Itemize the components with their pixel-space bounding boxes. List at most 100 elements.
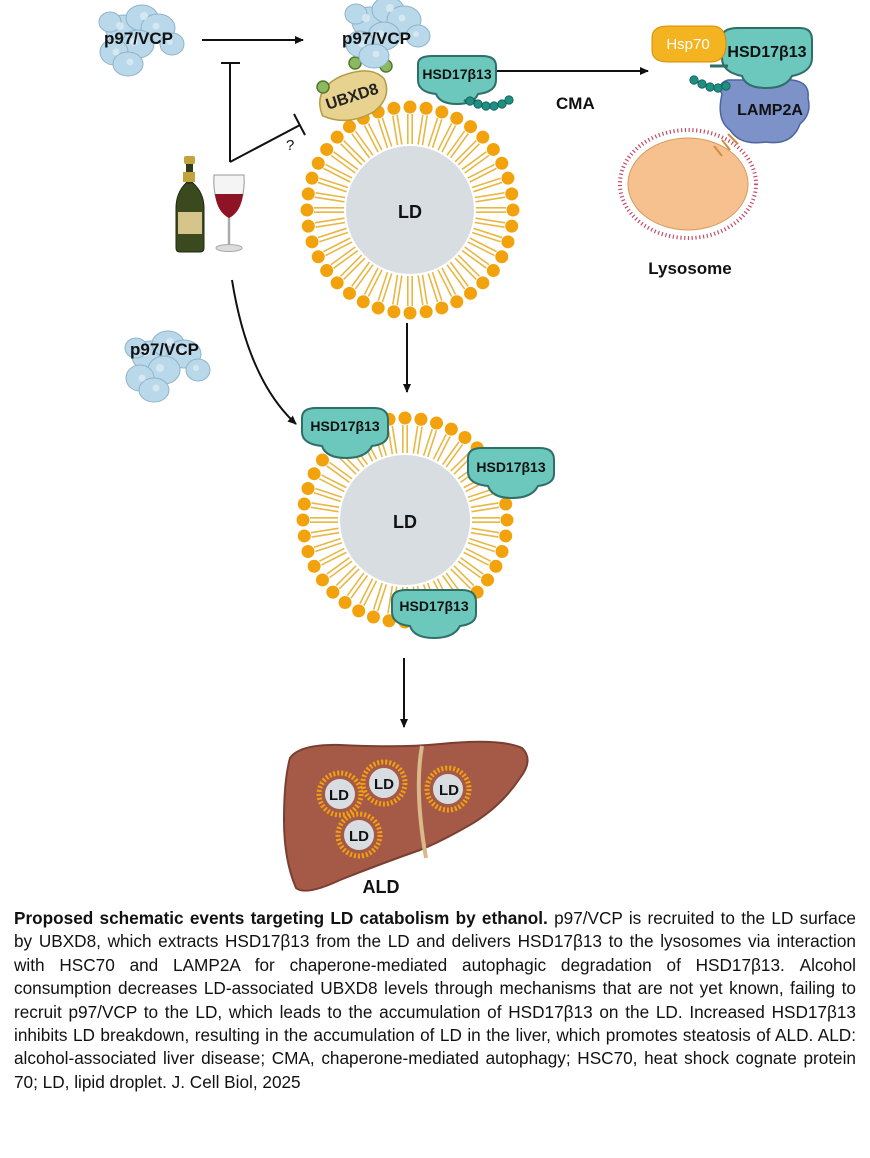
lipid-tail <box>363 267 379 295</box>
lipid-head <box>398 411 412 425</box>
hsd17b13-accumulated-right: HSD17β13 <box>467 447 555 500</box>
lipid-head <box>342 286 356 300</box>
lipid-head <box>297 497 311 511</box>
lamp2a-anchors <box>713 133 739 157</box>
lipid-tail <box>417 275 424 306</box>
mini-ld-membrane <box>335 811 383 859</box>
lipid-head <box>338 596 352 610</box>
lipid-head <box>495 156 509 170</box>
lipid-tail <box>323 237 351 253</box>
lipid-tail <box>416 426 423 455</box>
lipid-head <box>476 276 490 290</box>
lipid-tail <box>351 133 371 159</box>
lipid-tail <box>441 125 457 153</box>
alcohol-inhibition-lines <box>221 62 306 163</box>
lipid-head <box>486 142 500 156</box>
lipid-tail <box>464 154 490 174</box>
lipid-head <box>342 120 356 134</box>
lipid-head <box>501 171 515 185</box>
lipid-tail <box>432 433 447 460</box>
lipid-tail <box>367 123 383 151</box>
hsd17b13-at-lysosome: HSD17β13 <box>721 27 813 90</box>
lipid-head <box>352 604 366 618</box>
hsd17b13-label: HSD17β13 <box>476 459 545 475</box>
lipid-head <box>476 130 490 144</box>
lipid-head <box>305 171 319 185</box>
lipid-tail <box>396 114 403 145</box>
lipid-tail <box>461 151 487 171</box>
lipid-tail <box>473 227 503 239</box>
lamp2a-label: LAMP2A <box>737 102 803 119</box>
lipid-tail <box>326 556 350 575</box>
lipid-head <box>506 203 520 217</box>
lipid-tail <box>469 537 497 549</box>
lipid-head <box>315 573 329 587</box>
lipid-tail <box>465 547 492 562</box>
lipid-tail <box>323 167 351 183</box>
lipid-tail <box>457 560 482 579</box>
lipid-tail <box>325 241 353 257</box>
lipid-tail <box>363 125 379 153</box>
lipid-tail <box>431 271 443 301</box>
mini-ld-core <box>433 774 463 804</box>
lipid-tail <box>377 119 389 149</box>
mini-ld-core <box>325 779 355 809</box>
lipid-head <box>500 513 514 527</box>
lipid-tail <box>471 177 501 189</box>
p97-complex-middle-left: p97/VCP <box>124 330 211 403</box>
ld-label: LD <box>329 787 349 804</box>
lipid-droplet-top: LD <box>300 100 520 320</box>
lipid-head <box>315 453 329 467</box>
wine-glass-icon <box>213 174 245 252</box>
lipid-tail <box>474 221 505 228</box>
lipid-tail <box>359 578 374 605</box>
mini-ld-membrane <box>360 759 408 807</box>
lipid-tail <box>421 115 428 146</box>
p97-complex-top-left: p97/VCP <box>98 4 185 77</box>
lipid-head <box>450 295 464 309</box>
lipid-tail <box>461 249 487 269</box>
lipid-tail <box>392 115 399 146</box>
hsd17b13-label: HSD17β13 <box>727 44 806 61</box>
lipid-head <box>444 422 458 436</box>
lipid-tail <box>346 572 365 597</box>
lipid-head <box>330 276 344 290</box>
lipid-head <box>307 559 321 573</box>
lipid-tail <box>446 264 466 290</box>
lipid-tail <box>339 143 363 166</box>
lipid-tail <box>367 269 383 297</box>
lipid-tail <box>427 430 438 458</box>
lipid-tail <box>467 163 495 179</box>
p97-label: p97/VCP <box>130 340 199 359</box>
lipid-head <box>301 481 315 495</box>
lipid-head <box>505 219 519 233</box>
schematic-diagram: LD UBXD8 p97/VCP p97/VCP p97/VCP HSD17β1… <box>98 0 813 897</box>
lipid-tail <box>457 254 481 277</box>
lipid-tail <box>372 582 383 610</box>
lipid-head <box>297 529 311 543</box>
hsd17b13-label: HSD17β13 <box>422 66 491 82</box>
hsp70-label: Hsp70 <box>666 36 709 53</box>
lipid-head <box>311 156 325 170</box>
lipid-tail <box>310 527 339 534</box>
lipid-tail <box>317 227 347 239</box>
lipid-head <box>464 120 478 134</box>
lipid-tail <box>315 487 343 498</box>
lipid-head <box>414 412 428 426</box>
lipid-head <box>301 219 315 233</box>
lipid-tail <box>475 196 506 203</box>
lipid-tail <box>454 257 477 281</box>
lipid-tail <box>474 192 505 199</box>
lamp2a-protein: LAMP2A <box>719 79 810 144</box>
ld-label: LD <box>374 776 394 793</box>
lipid-tail <box>427 117 439 147</box>
lipid-tail <box>450 568 472 590</box>
lipid-tail <box>320 474 347 489</box>
lipid-tail <box>319 231 349 243</box>
lipid-head <box>495 545 509 559</box>
lipid-tail <box>320 551 347 566</box>
mini-ld-core <box>344 820 374 850</box>
hsd17b13-on-ld-top: HSD17β13 <box>417 55 497 106</box>
lipid-tail <box>436 435 451 462</box>
lipid-tail <box>354 130 374 156</box>
